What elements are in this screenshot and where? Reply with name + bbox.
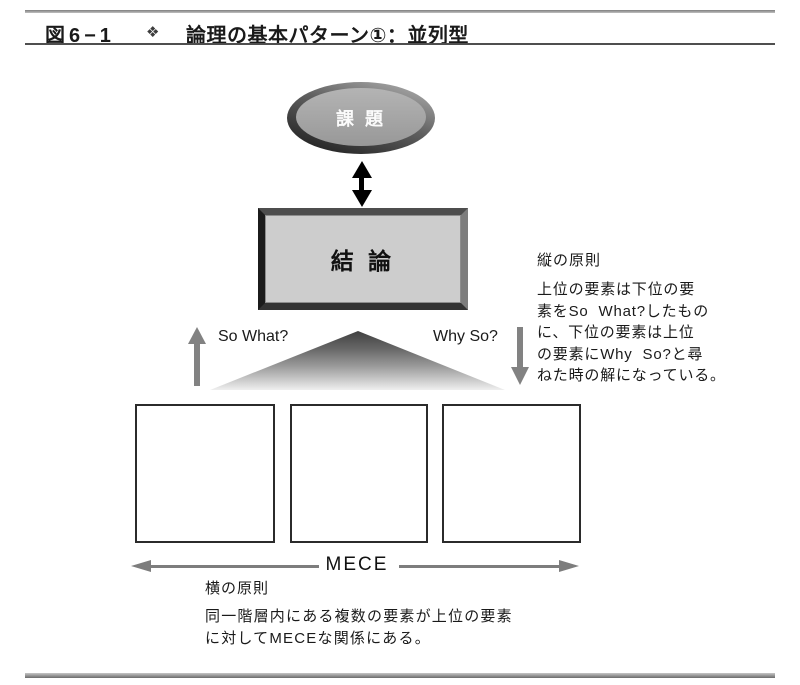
double-arrow-down-head-icon <box>352 190 372 207</box>
mece-label: MECE <box>325 554 389 575</box>
header-bottom-rule <box>25 43 775 45</box>
diamond-marker-icon: ❖ <box>146 24 160 41</box>
so-what-up-arrow-shaft <box>194 342 200 386</box>
figure-number-label: 図6−1 <box>45 25 115 47</box>
figure-title: 論理の基本パターン①：並列型 <box>186 25 469 47</box>
horizontal-principle-body: 同一階層内にある複数の要素が上位の要素 に対してMECEな関係にある。 <box>205 608 513 647</box>
mece-arrow-right-head-icon <box>559 560 579 572</box>
page-bottom-rule <box>25 673 775 678</box>
double-arrow-shaft <box>359 175 364 194</box>
header-top-rule <box>25 10 775 13</box>
conclusion-label: 結 論 <box>330 248 396 274</box>
so-what-label: So What? <box>218 328 289 345</box>
pyramid-triangle <box>210 331 505 390</box>
vertical-principle-body: 上位の要素は下位の要 素をSo What?したもの に、下位の要素は上位 の要素… <box>537 281 726 384</box>
so-what-up-arrow-icon <box>188 327 206 344</box>
vertical-principle-heading: 縦の原則 <box>537 252 602 269</box>
why-so-label: Why So? <box>433 328 498 345</box>
mece-arrow-left-shaft <box>149 565 319 568</box>
why-so-down-arrow-shaft <box>517 327 523 369</box>
element-box-2 <box>290 404 428 543</box>
double-arrow-up-head-icon <box>352 161 372 178</box>
topic-ellipse <box>287 82 435 154</box>
element-box-1 <box>135 404 275 543</box>
why-so-down-arrow-icon <box>511 367 529 385</box>
mece-arrow-left-head-icon <box>131 560 151 572</box>
conclusion-box: 結 論 <box>258 208 468 310</box>
topic-label: 課 題 <box>335 109 386 129</box>
element-box-3 <box>442 404 581 543</box>
mece-arrow-right-shaft <box>399 565 561 568</box>
horizontal-principle-heading: 横の原則 <box>205 580 270 597</box>
